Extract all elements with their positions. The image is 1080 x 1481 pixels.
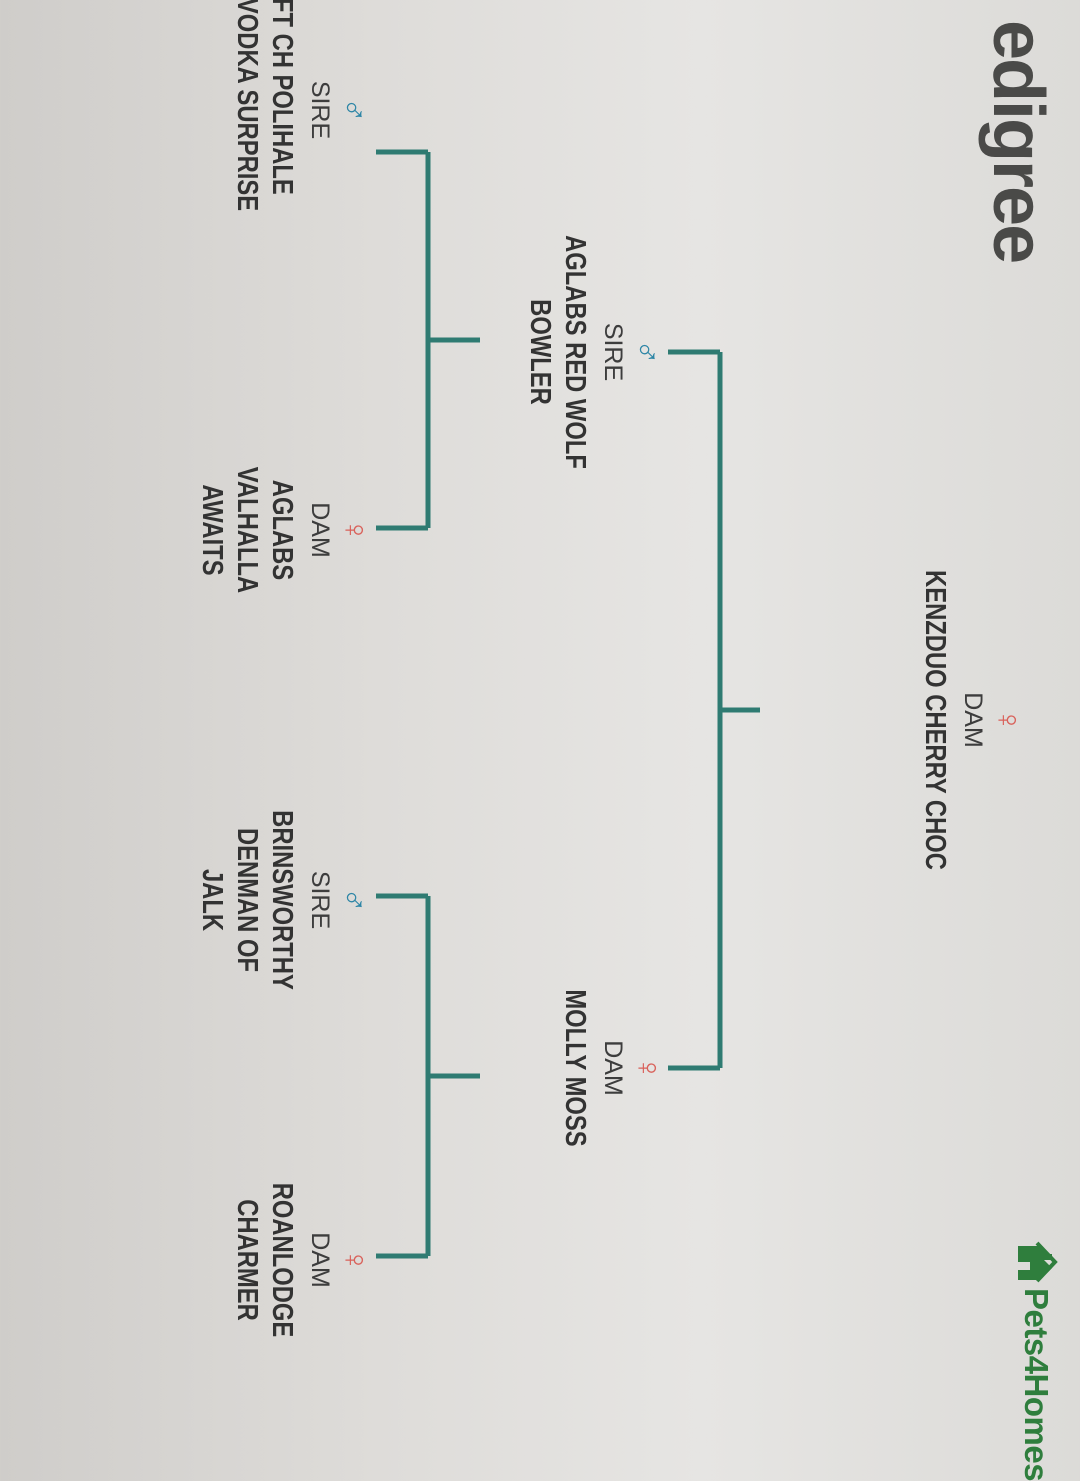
bracket-generation1 [668, 349, 760, 1071]
bracket-left-generation2 [376, 149, 480, 531]
granddam-left-node: ♀ DAM AGLABS VALHALLA AWAITS [195, 380, 374, 680]
sire-role-label: SIRE [306, 870, 334, 930]
grandsire-left-name-line2: VODKA SURPRISE [231, 0, 264, 212]
dam-of-dam-node: ♀ DAM MOLLY MOSS [557, 928, 667, 1208]
grandsire-left-node: ♂ SIRE FT CH POLIHALE VODKA SURPRISE [229, 0, 374, 260]
dam-role-label: DAM [306, 1232, 334, 1288]
dam-role-label: DAM [599, 1040, 627, 1096]
sire-role-label: SIRE [599, 322, 627, 382]
granddam-right-node: ♀ DAM ROANLODGE CHARMER [229, 1120, 374, 1400]
male-icon: ♂ [336, 887, 374, 913]
logo-text: Pets4Homes [1018, 1288, 1055, 1481]
bracket-right-generation2 [376, 893, 480, 1259]
sire-role-label: SIRE [306, 80, 334, 140]
dam-of-dam-name: MOLLY MOSS [559, 989, 591, 1147]
male-icon: ♂ [336, 97, 374, 123]
female-icon: ♀ [336, 1247, 374, 1273]
pets4homes-logo: Pets4Homes [1008, 1240, 1064, 1481]
pedigree-sheet: edigree ♀ DAM KENZDUO CHERRY CHOC ♂ SIRE… [195, 0, 1058, 1481]
grandsire-left-name: FT CH POLIHALE VODKA SURPRISE [229, 0, 299, 234]
dam-role-label: DAM [306, 502, 334, 558]
grandsire-right-name: BRINSWORTHY DENMAN OF JALK [196, 810, 298, 990]
pedigree-brackets [376, 149, 760, 1259]
male-icon: ♂ [629, 339, 667, 365]
grandsire-left-name-line1: FT CH POLIHALE [266, 0, 298, 195]
granddam-left-name: AGLABS VALHALLA AWAITS [196, 466, 298, 594]
granddam-right-name: ROANLODGE CHARMER [231, 1182, 298, 1338]
sire-name: AGLABS RED WOLF BOWLER [524, 235, 591, 469]
grandsire-right-node: ♂ SIRE BRINSWORTHY DENMAN OF JALK [195, 750, 374, 1050]
female-icon: ♀ [629, 1055, 667, 1081]
sire-node: ♂ SIRE AGLABS RED WOLF BOWLER [522, 192, 667, 512]
female-icon: ♀ [336, 517, 374, 543]
pets4homes-house-icon [1018, 1241, 1058, 1283]
